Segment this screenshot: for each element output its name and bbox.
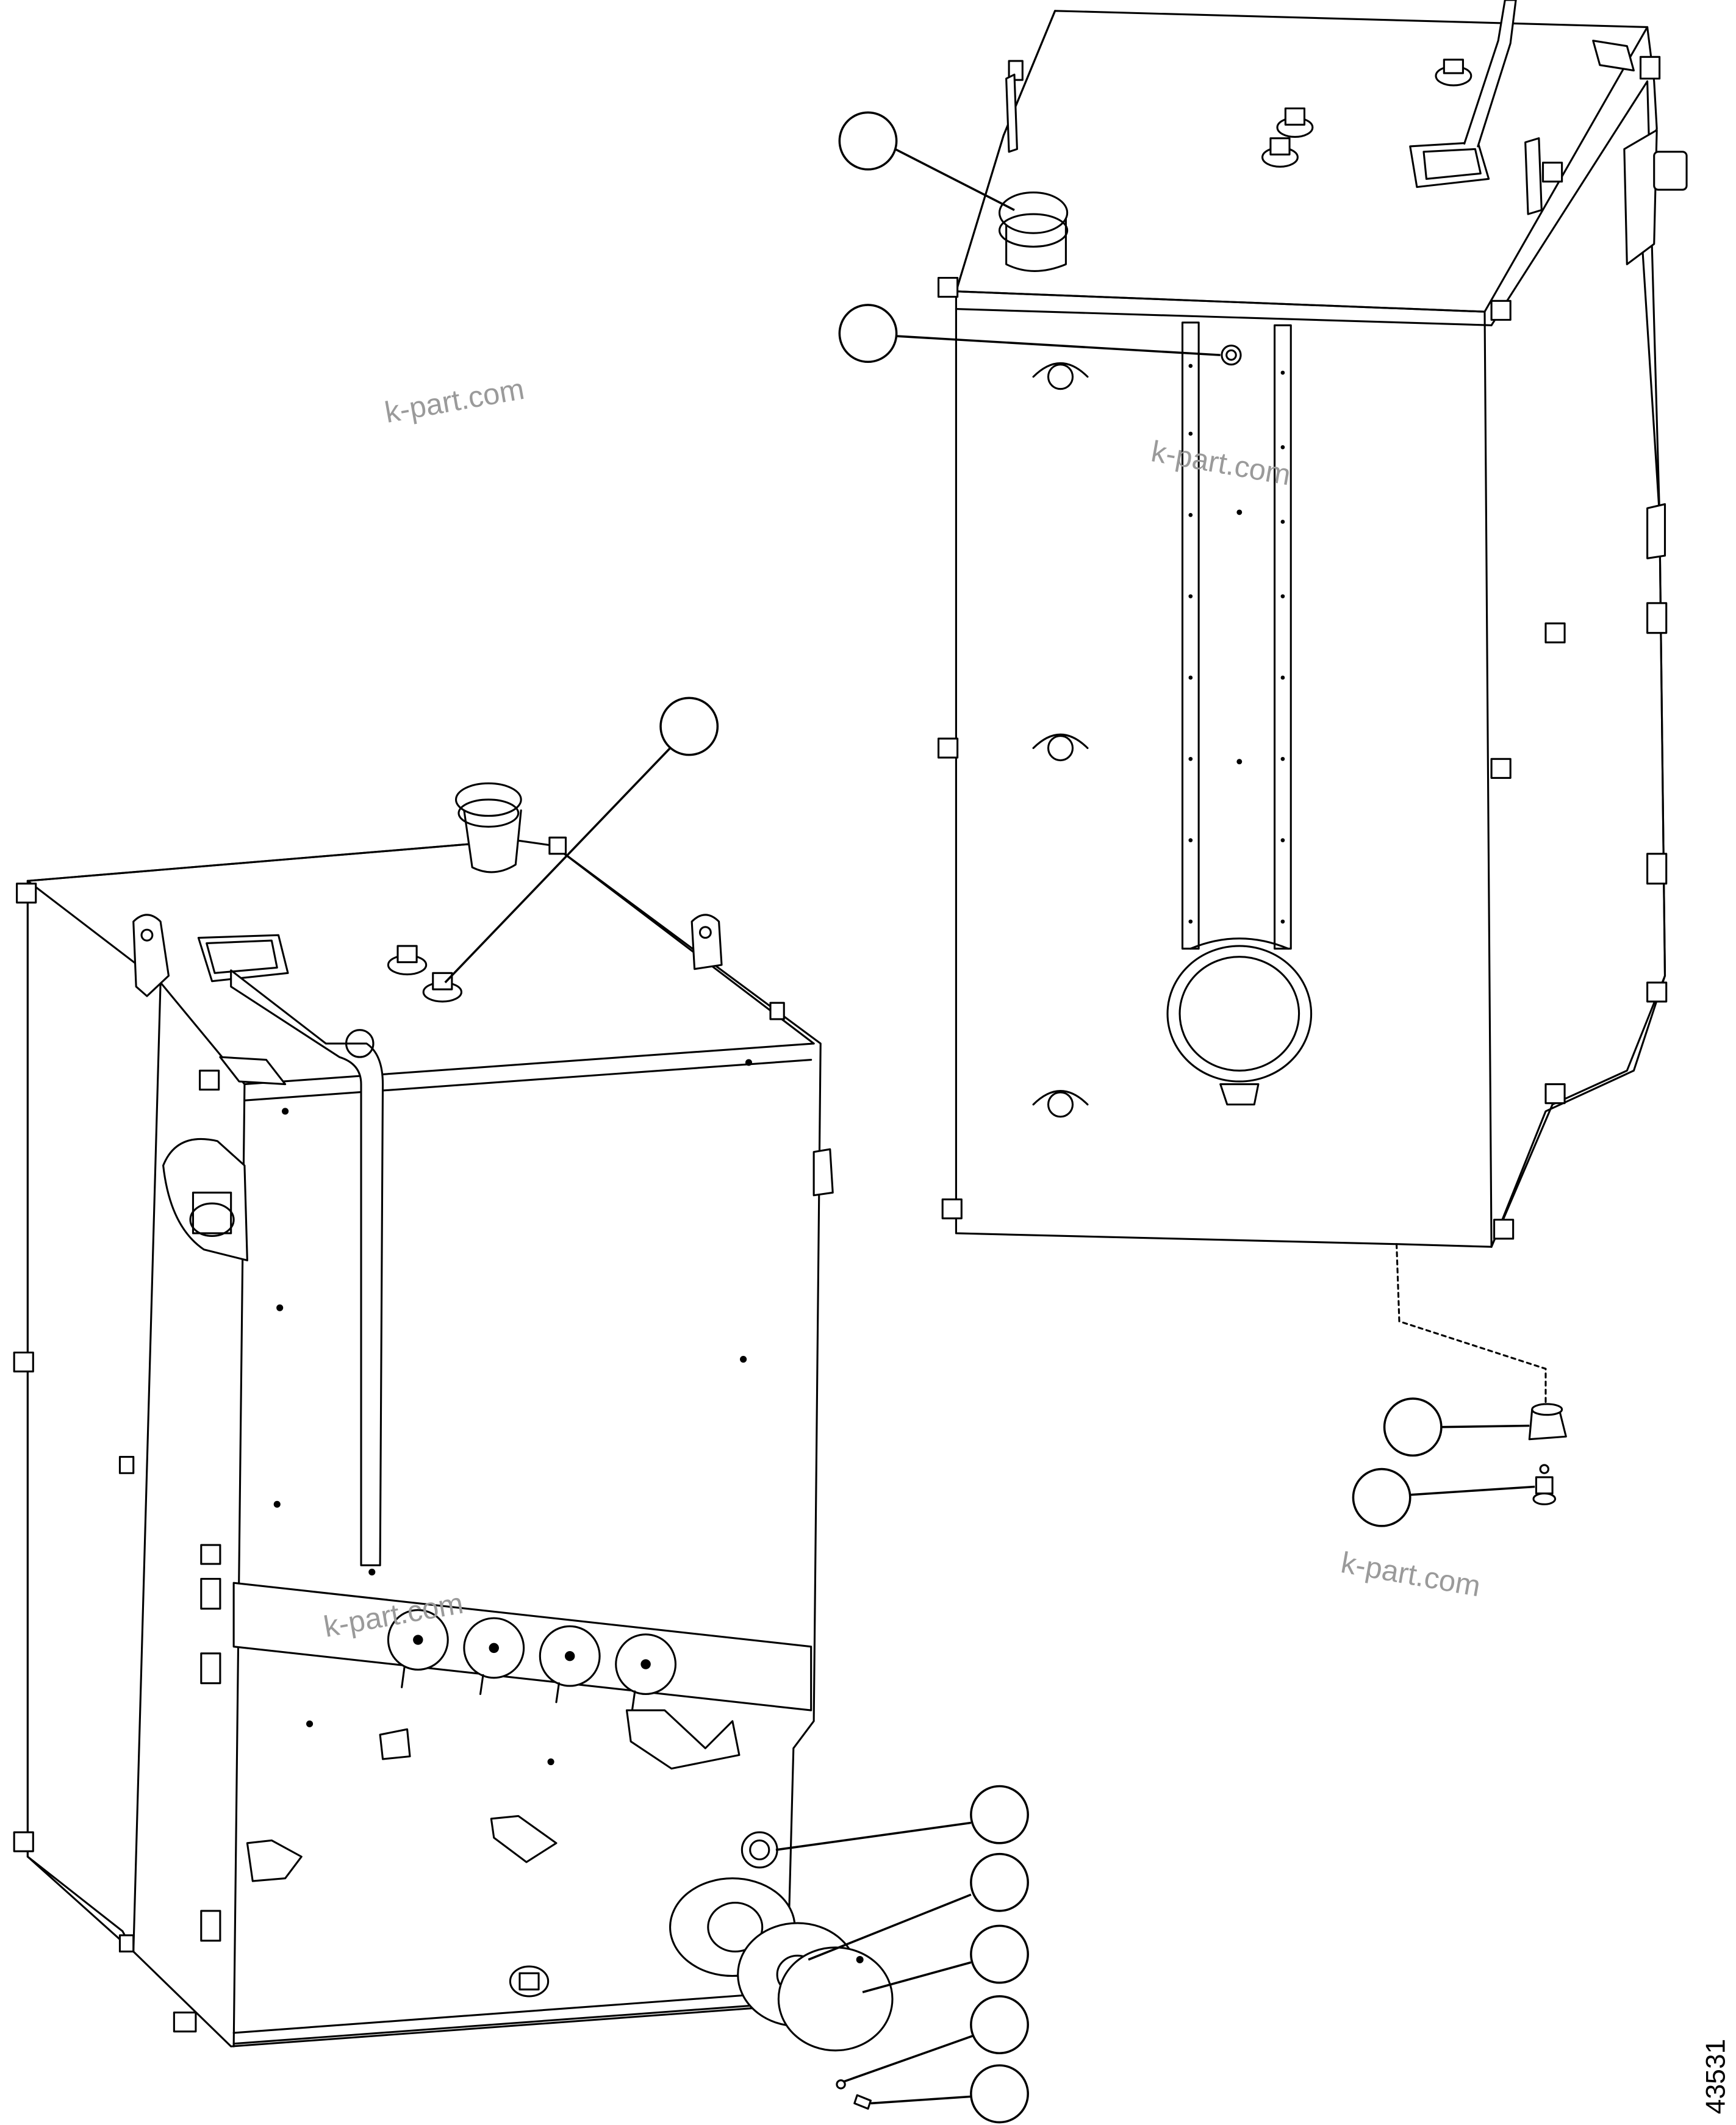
callout-sight-gauge	[775, 1785, 1029, 1851]
sight-gauge-part	[741, 1831, 778, 1869]
upper-suction-ring	[1166, 945, 1313, 1083]
lower-drain-boss	[509, 1965, 550, 1998]
watermark-1: k-part.com	[382, 373, 527, 429]
lower-tank-body	[26, 839, 822, 2048]
callout-drain-plug	[1383, 1397, 1530, 1457]
cover-plate-part	[777, 1946, 894, 2052]
upper-side-fitting	[1221, 345, 1242, 366]
lower-tank	[13, 782, 834, 2048]
callout-upper-filler-cap	[838, 111, 1015, 211]
lower-filler-neck	[463, 809, 522, 873]
callout-gasket	[808, 1852, 1029, 1961]
upper-channel-left	[1181, 321, 1200, 950]
upper-tank	[937, 0, 1688, 1248]
watermark-4: k-part.com	[1338, 1546, 1483, 1603]
upper-strap-bolt-2	[1032, 733, 1089, 762]
callout-cover-plate	[862, 1924, 1029, 1993]
drain-valve-part	[1532, 1464, 1557, 1505]
lower-heater-disc-1	[387, 1609, 449, 1688]
callout-upper-side-fitting	[838, 304, 1221, 364]
lower-heater-disc-2	[463, 1617, 525, 1695]
lower-heater-disc-3	[539, 1625, 601, 1704]
callout-screw	[870, 2064, 1029, 2124]
upper-strap-bolt-1	[1032, 362, 1089, 390]
lower-support-bracket	[625, 1709, 741, 1770]
lower-breather-box	[197, 934, 289, 983]
upper-lifting-lug-right	[1524, 137, 1543, 215]
callout-lower-top-fitting	[444, 697, 719, 984]
lower-lifting-lug-right	[690, 914, 723, 970]
upper-strap-bolt-3	[1032, 1090, 1089, 1118]
callout-washer	[843, 1995, 1029, 2083]
washer-part	[836, 2079, 846, 2090]
lower-heater-disc-4	[615, 1633, 677, 1711]
screw-part	[853, 2094, 872, 2110]
upper-lifting-lug-left	[1005, 73, 1018, 153]
upper-channel-right	[1274, 324, 1292, 950]
drain-plug-part	[1528, 1403, 1567, 1441]
callout-drain-valve	[1352, 1467, 1535, 1527]
figure-number: 43531	[1701, 2039, 1731, 2115]
upper-breather-box	[1409, 141, 1490, 188]
upper-filler-cap	[998, 191, 1069, 234]
upper-tank-body	[955, 10, 1666, 1248]
